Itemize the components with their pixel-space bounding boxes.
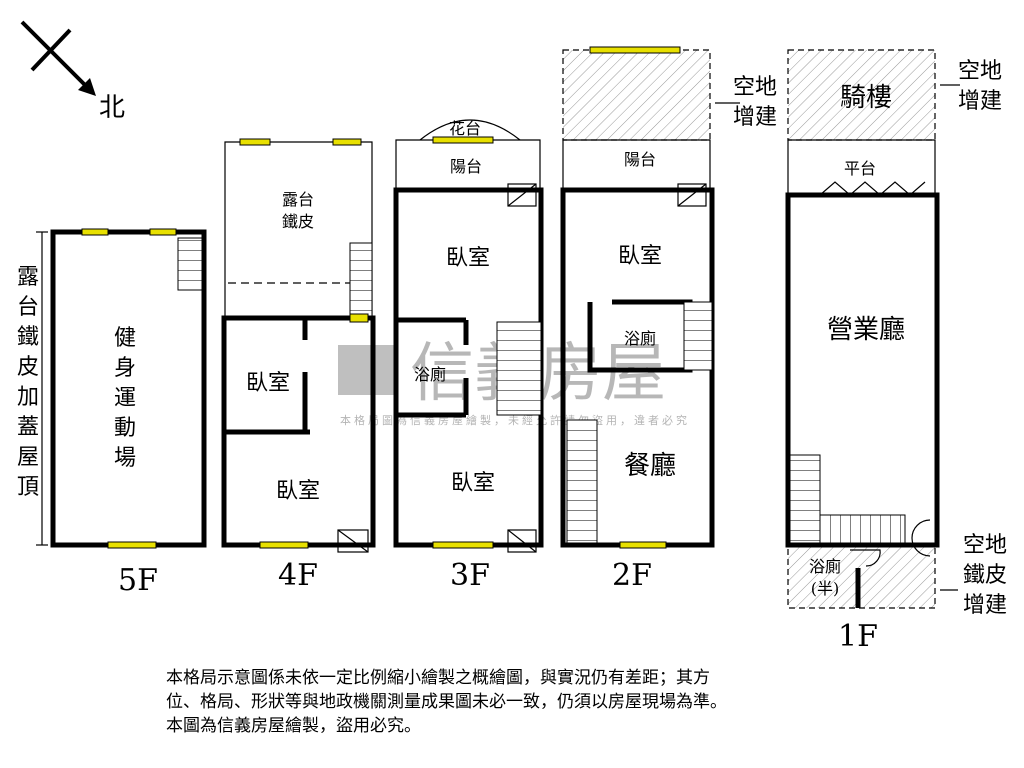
watermark-logo bbox=[338, 345, 398, 395]
terrace-label: 露台 bbox=[282, 190, 314, 209]
arcade-label: 騎樓 bbox=[840, 83, 892, 113]
svg-text:加: 加 bbox=[17, 385, 39, 410]
svg-text:露: 露 bbox=[17, 265, 39, 290]
floor-label-4f: 4F bbox=[278, 558, 318, 593]
svg-text:增建: 增建 bbox=[963, 593, 1007, 618]
floor-label-1f: 1F bbox=[838, 619, 878, 654]
disclaimer-line: 本格局示意圖係未依一定比例縮小繪製之概繪圖，與實況仍有差距；其方 bbox=[166, 668, 710, 688]
svg-text:頂: 頂 bbox=[17, 475, 39, 500]
disclaimer-line: 本圖為信義房屋繪製，盜用必究。 bbox=[166, 716, 421, 736]
floor-label-2f: 2F bbox=[612, 558, 652, 593]
disclaimer: 本格局示意圖係未依一定比例縮小繪製之概繪圖，與實況仍有差距；其方 位、格局、形狀… bbox=[166, 666, 866, 738]
room-bedroom: 臥室 bbox=[618, 244, 662, 269]
floor-1f: 騎樓 空地 增建 平台 浴廁 (半) 營業廳 空地 鐵皮 增建 1F bbox=[785, 49, 1007, 654]
svg-text:蓋: 蓋 bbox=[17, 415, 39, 440]
svg-text:健: 健 bbox=[114, 326, 136, 351]
svg-text:身: 身 bbox=[114, 356, 136, 381]
north-arrow-icon: 北 bbox=[20, 20, 125, 123]
svg-text:鐵: 鐵 bbox=[17, 325, 39, 350]
room-bathroom: 浴廁 bbox=[624, 329, 656, 348]
room-bedroom: 臥室 bbox=[446, 246, 490, 271]
floor-4f: 露台 鐵皮 臥室 臥室 4F bbox=[221, 138, 376, 593]
svg-text:場: 場 bbox=[114, 446, 136, 471]
room-gym: 健 身 運 動 場 bbox=[114, 326, 136, 471]
room-half-bath: 浴廁 bbox=[809, 557, 841, 576]
north-label: 北 bbox=[99, 93, 125, 123]
room-bedroom: 臥室 bbox=[276, 479, 320, 504]
svg-text:運: 運 bbox=[114, 386, 136, 411]
floor-label-3f: 3F bbox=[450, 558, 490, 593]
platform-label: 平台 bbox=[844, 159, 876, 178]
extension-label: 空地 bbox=[958, 59, 1002, 84]
room-business-hall: 營業廳 bbox=[827, 315, 905, 345]
extension-label: 空地 bbox=[963, 533, 1007, 558]
svg-text:增建: 增建 bbox=[733, 105, 777, 130]
floor-label-5f: 5F bbox=[118, 563, 158, 598]
svg-text:動: 動 bbox=[114, 416, 136, 441]
svg-text:屋: 屋 bbox=[17, 445, 39, 470]
svg-text:鐵皮: 鐵皮 bbox=[282, 212, 314, 231]
disclaimer-line: 位、格局、形狀等與地政機關測量成果圖未必一致，仍須以房屋現場為準。 bbox=[166, 692, 727, 712]
svg-text:鐵皮: 鐵皮 bbox=[963, 563, 1007, 588]
svg-text:台: 台 bbox=[17, 295, 39, 320]
svg-text:(半): (半) bbox=[811, 579, 840, 598]
svg-text:皮: 皮 bbox=[17, 355, 39, 380]
floor-5f: 露 台 鐵 皮 加 蓋 屋 頂 健 身 運 動 場 5F bbox=[17, 228, 207, 598]
room-bedroom: 臥室 bbox=[451, 471, 495, 496]
floor-2f: 陽台 空地 增建 臥室 浴廁 餐廳 2F bbox=[560, 46, 777, 593]
room-dining: 餐廳 bbox=[624, 451, 676, 481]
floor-3f: 花台 陽台 臥室 浴廁 臥室 3F bbox=[393, 119, 544, 593]
room-bathroom: 浴廁 bbox=[414, 365, 446, 384]
planter-label: 花台 bbox=[449, 119, 481, 138]
balcony-label: 陽台 bbox=[450, 157, 482, 176]
svg-text:增建: 增建 bbox=[958, 89, 1002, 114]
balcony-label: 陽台 bbox=[624, 150, 656, 169]
room-bedroom: 臥室 bbox=[246, 371, 290, 396]
side-label: 露 台 鐵 皮 加 蓋 屋 頂 bbox=[17, 265, 39, 500]
extension-label: 空地 bbox=[733, 75, 777, 100]
